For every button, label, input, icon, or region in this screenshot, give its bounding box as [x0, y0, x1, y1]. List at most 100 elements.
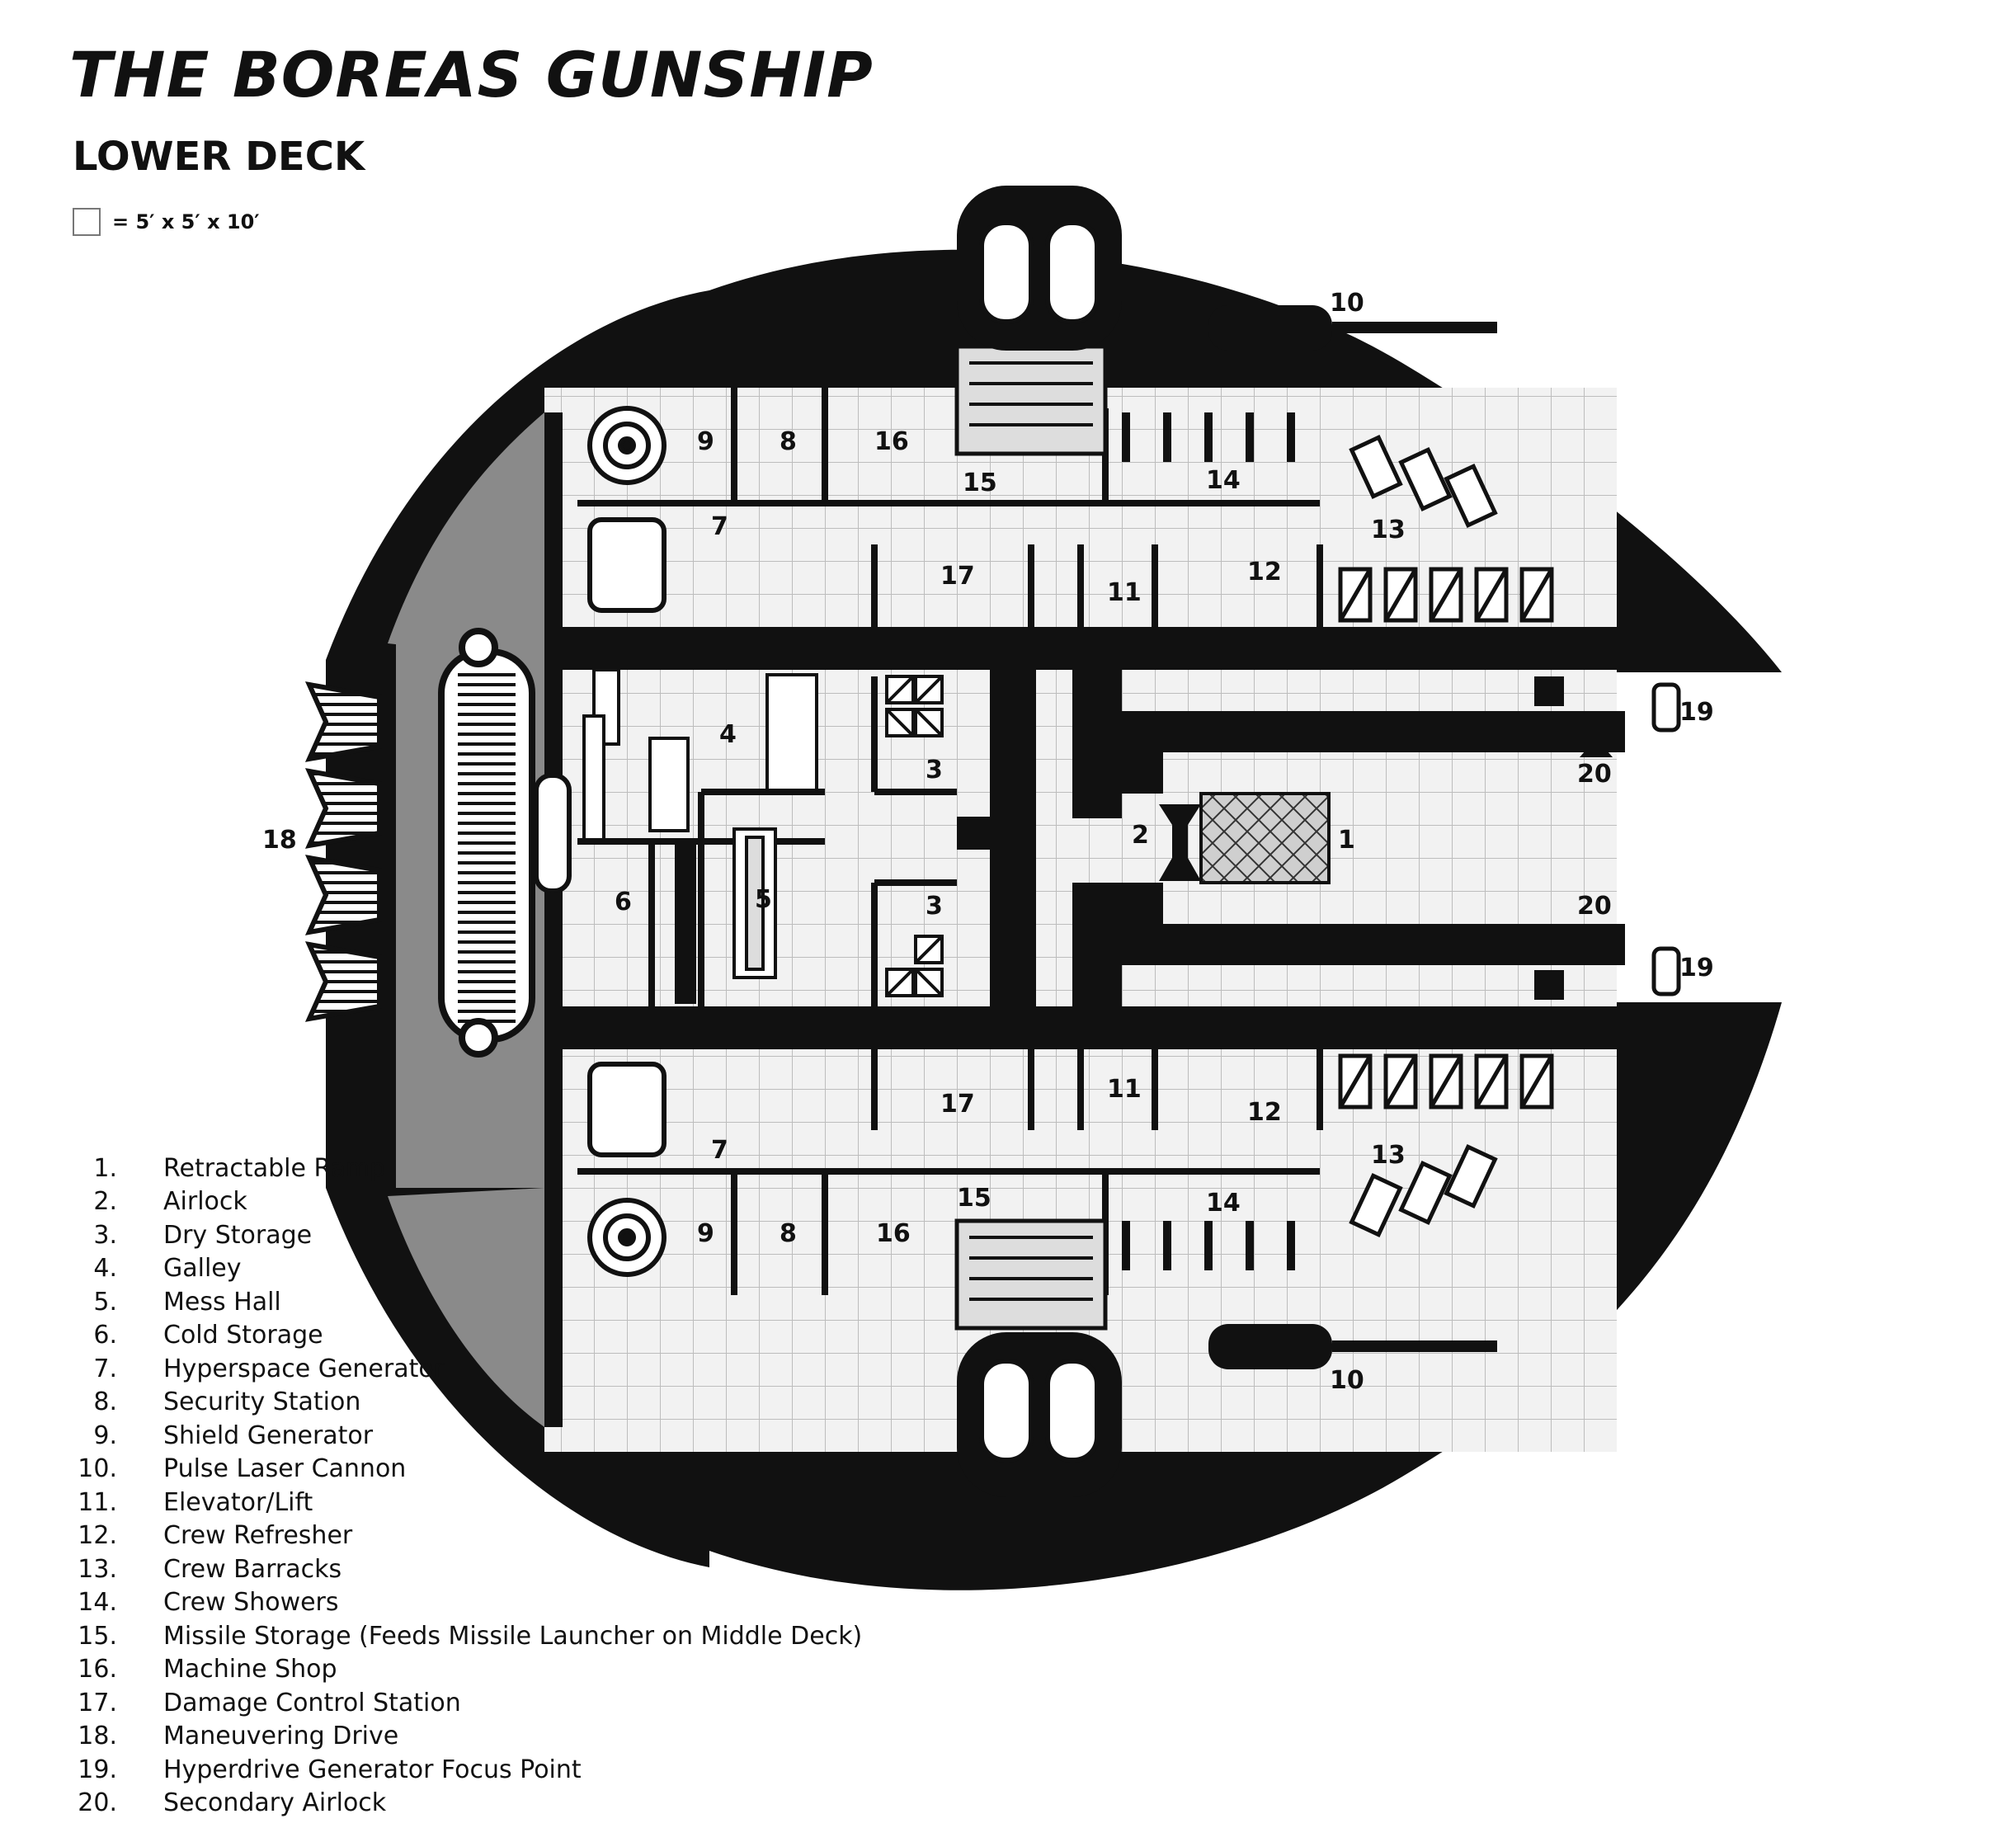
room-2-label: 2 [1132, 821, 1149, 850]
legend-number: 17. [78, 1688, 117, 1717]
legend-number: 4. [93, 1254, 117, 1284]
legend-label: Crew Refresher [163, 1521, 353, 1551]
shower-stalls [1122, 412, 1295, 1270]
legend-item: 4. Galley [46, 1252, 862, 1286]
legend-label: Shield Generator [163, 1420, 374, 1450]
room-13-label: 13 [1371, 1141, 1406, 1170]
legend-label: Secondary Airlock [163, 1788, 387, 1818]
room-8-label: 8 [780, 1219, 797, 1248]
legend-label: Dry Storage [163, 1220, 313, 1250]
legend-label: Missile Storage (Feeds Missile Launcher … [163, 1621, 863, 1651]
legend-item: 14. Crew Showers [46, 1586, 862, 1620]
room-11-label: 11 [1107, 578, 1142, 607]
legend-number: 6. [93, 1321, 117, 1350]
legend-number: 1. [93, 1153, 117, 1183]
secondary-airlock-icon [1580, 724, 1613, 959]
scale-text: = 5′ x 5′ x 10′ [112, 210, 260, 233]
legend-label: Maneuvering Drive [163, 1722, 399, 1751]
legend-item: 1. Retractable Ramp [46, 1152, 862, 1185]
legend-item: 8.Security Station [46, 1386, 862, 1420]
legend-number: 18. [78, 1722, 117, 1751]
legend-item: 6.Cold Storage [46, 1319, 862, 1353]
legend-item: 7. Hyperspace Generator [46, 1352, 862, 1386]
legend-label: Mess Hall [163, 1287, 281, 1317]
room-15-label: 15 [963, 469, 997, 497]
room-10-label: 10 [1330, 289, 1364, 318]
legend-label: Elevator/Lift [163, 1487, 313, 1517]
legend-item: 12. Crew Refresher [46, 1519, 862, 1553]
galley-fixtures [582, 668, 818, 1004]
legend-label: Galley [163, 1254, 242, 1284]
room-legend: 1. Retractable Ramp 2. Airlock 3. Dry Stora… [46, 1152, 862, 1820]
room-14-label: 14 [1206, 466, 1241, 495]
legend-label: Hyperdrive Generator Focus Point [163, 1755, 582, 1784]
legend-label: Retractable Ramp [163, 1153, 386, 1183]
missile-racks [954, 344, 1108, 1331]
generator-machines [587, 406, 667, 1277]
maneuvering-drive [304, 628, 572, 1058]
legend-number: 11. [78, 1487, 117, 1517]
grid-square-icon [73, 208, 101, 236]
hyperdrive-focus-points [1651, 682, 1681, 996]
legend-label: Damage Control Station [163, 1688, 461, 1717]
support-columns [835, 635, 1609, 1044]
legend-label: Pulse Laser Cannon [163, 1454, 407, 1484]
room-7-label: 7 [711, 512, 728, 541]
room-8-label: 8 [780, 427, 797, 456]
room-19-label: 19 [1679, 954, 1714, 982]
room-20-label: 20 [1577, 760, 1612, 789]
legend-number: 20. [78, 1788, 117, 1818]
legend-label: Airlock [163, 1187, 247, 1217]
room-19-label: 19 [1679, 698, 1714, 727]
room-1-label: 1 [1338, 826, 1355, 855]
legend-number: 2. [93, 1187, 117, 1217]
room-15-label: 15 [957, 1184, 992, 1213]
dry-storage-crates [885, 675, 944, 997]
legend-item: 5.Mess Hall [46, 1285, 862, 1319]
legend-number: 3. [93, 1220, 117, 1250]
room-3-label: 3 [926, 892, 943, 921]
room-9-label: 9 [697, 1219, 714, 1248]
room-5-label: 5 [755, 885, 772, 914]
room-18-label: 18 [262, 826, 297, 855]
legend-label: Hyperspace Generator [163, 1354, 445, 1383]
room-4-label: 4 [719, 720, 737, 749]
legend-number: 14. [78, 1588, 117, 1618]
legend-item: 19. Hyperdrive Generator Focus Point [46, 1753, 862, 1787]
room-3-label: 3 [926, 756, 943, 784]
room-labels: 1 2 3 3 4 5 6 7 7 8 8 9 9 10 10 11 11 12… [262, 289, 1714, 1395]
legend-item: 15. Missile Storage (Feeds Missile Launch… [46, 1619, 862, 1653]
legend-number: 8. [93, 1387, 117, 1417]
room-17-label: 17 [940, 1090, 975, 1119]
legend-number: 12. [78, 1521, 117, 1551]
legend-label: Crew Barracks [163, 1554, 342, 1584]
legend-number: 19. [78, 1755, 117, 1784]
legend-item: 10. Pulse Laser Cannon [46, 1453, 862, 1486]
legend-number: 13. [78, 1554, 117, 1584]
room-6-label: 6 [615, 888, 632, 916]
legend-number: 7. [93, 1354, 117, 1383]
room-10-label: 10 [1330, 1366, 1364, 1395]
barracks-bunks [1338, 434, 1554, 1238]
airlock-door-icon [1159, 804, 1201, 881]
room-partitions [577, 379, 1323, 1295]
legend-item: 13. Crew Barracks [46, 1552, 862, 1586]
structural-walls [544, 412, 1625, 1427]
room-11-label: 11 [1107, 1075, 1142, 1104]
scale-key: = 5′ x 5′ x 10′ [73, 208, 260, 236]
room-14-label: 14 [1206, 1189, 1241, 1218]
legend-number: 10. [78, 1454, 117, 1484]
legend-number: 15. [78, 1621, 117, 1651]
room-12-label: 12 [1247, 1098, 1282, 1127]
legend-label: Crew Showers [163, 1588, 339, 1618]
room-12-label: 12 [1247, 558, 1282, 587]
room-16-label: 16 [874, 427, 909, 456]
map-title: THE BOREAS GUNSHIP [69, 38, 874, 111]
deck-subtitle: LOWER DECK [73, 134, 365, 180]
pulse-laser-cannons [957, 186, 1497, 1497]
legend-item: 9.Shield Generator [46, 1419, 862, 1453]
legend-item: 18. Maneuvering Drive [46, 1720, 862, 1754]
legend-item: 16.Machine Shop [46, 1653, 862, 1687]
legend-item: 2. Airlock [46, 1185, 862, 1219]
